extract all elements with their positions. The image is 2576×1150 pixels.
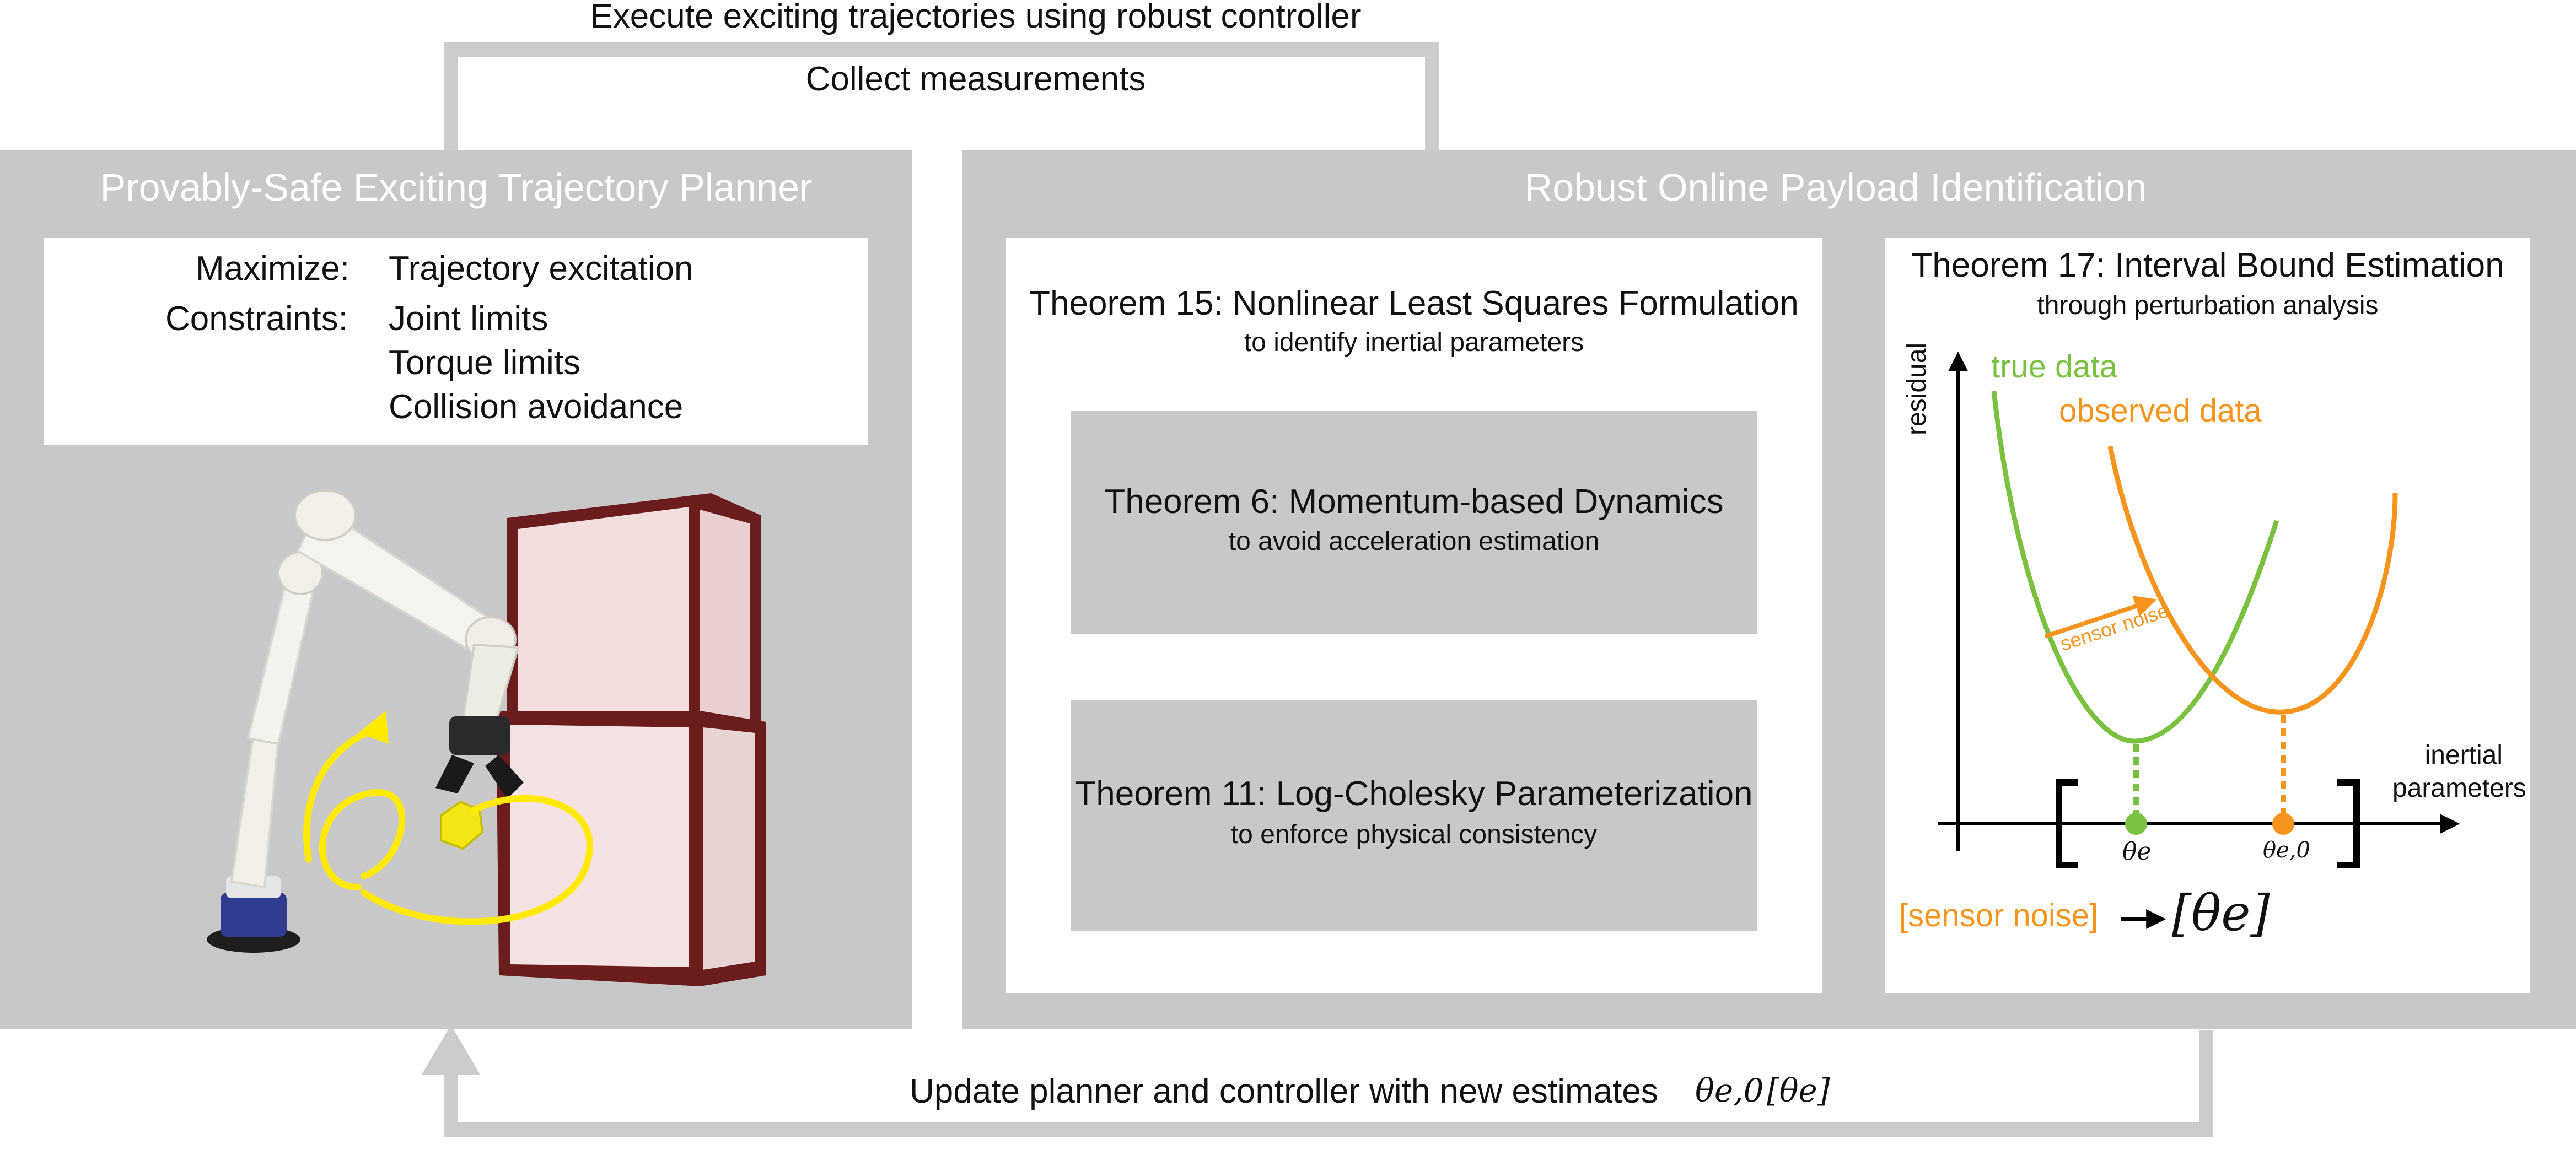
maximize-label: Maximize: (196, 250, 350, 288)
x-axis-label-line2: parameters (2392, 774, 2526, 803)
theorem11-title: Theorem 11: Log-Cholesky Parameterizatio… (1075, 775, 1753, 813)
constraint-item: Torque limits (389, 344, 580, 382)
planner-title: Provably-Safe Exciting Trajectory Planne… (100, 166, 813, 209)
theta-e0-label: θe,0 (2263, 838, 2310, 863)
observed-data-curve (2107, 446, 2398, 715)
sensor-noise-arrow (2044, 596, 2157, 639)
theorem6-title: Theorem 6: Momentum-based Dynamics (1104, 483, 1724, 521)
interval-right-bracket (2337, 779, 2360, 868)
optimization-box (44, 238, 868, 445)
true-data-curve (1991, 391, 2279, 744)
maximize-value: Trajectory excitation (389, 250, 693, 288)
constraint-item: Collision avoidance (389, 388, 684, 426)
theorem17-subtitle: through perturbation analysis (2037, 291, 2379, 320)
collect-label: Collect measurements (805, 60, 1146, 98)
constraint-item: Joint limits (389, 300, 548, 338)
constraints-label: Constraints: (165, 300, 348, 338)
theta-e-label: θe (2122, 838, 2152, 866)
theorem15-title: Theorem 15: Nonlinear Least Squares Form… (1029, 284, 1799, 322)
y-axis-label: residual (1902, 342, 1932, 435)
theta-e-point (2125, 813, 2147, 835)
theorem15-subtitle: to identify inertial parameters (1244, 328, 1584, 357)
theta-e0-point (2272, 813, 2294, 835)
execute-label: Execute exciting trajectories using robu… (590, 0, 1362, 35)
true-data-label: true data (1991, 349, 2117, 385)
observed-data-label: observed data (2059, 393, 2262, 429)
bracket-sensor-noise-label: [sensor noise] (1899, 898, 2099, 933)
interval-left-bracket (2056, 779, 2078, 868)
x-axis-label-line1: inertial (2424, 741, 2503, 770)
theorem17-box (1885, 238, 2530, 993)
update-label: Update planner and controller with new e… (910, 1072, 1658, 1110)
bracket-theta-label: [θe] (2172, 884, 2270, 942)
theorem11-box (1071, 700, 1757, 931)
identification-title: Robust Online Payload Identification (1524, 166, 2147, 209)
update-theta-interval: [θe] (1767, 1072, 1830, 1109)
theorem6-box (1071, 411, 1757, 634)
theorem17-title: Theorem 17: Interval Bound Estimation (1911, 246, 2504, 284)
theorem6-subtitle: to avoid acceleration estimation (1228, 527, 1600, 556)
theorem11-subtitle: to enforce physical consistency (1230, 820, 1598, 849)
update-theta-e0: θe,0 (1695, 1072, 1764, 1109)
